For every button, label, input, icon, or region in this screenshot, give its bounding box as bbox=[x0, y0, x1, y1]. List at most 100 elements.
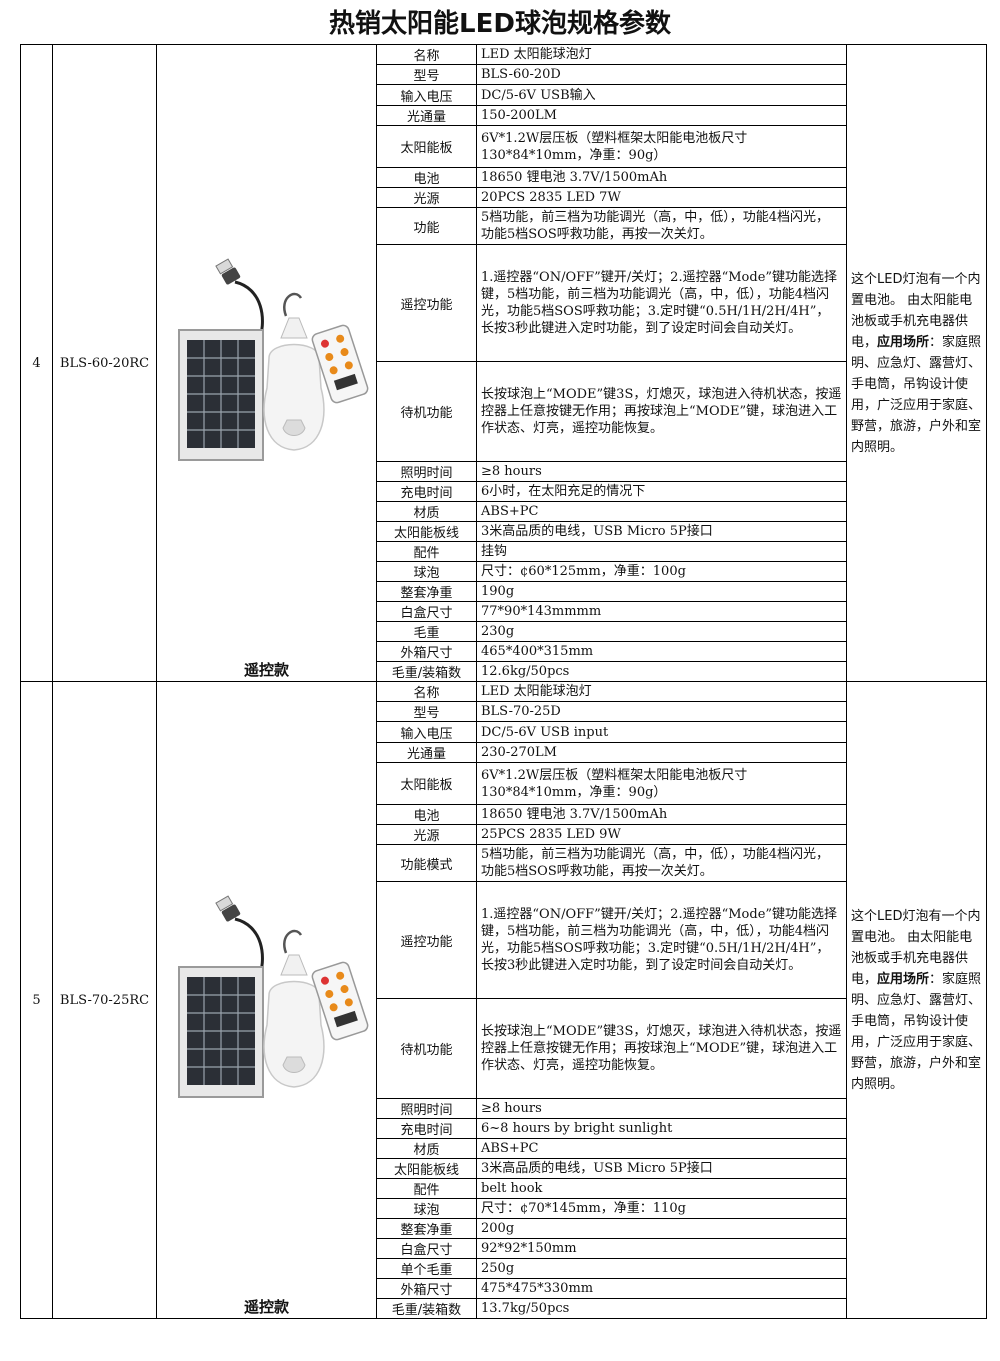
product-caption: 遥控款 bbox=[243, 1298, 289, 1316]
spec-key: 照明时间 bbox=[376, 1098, 477, 1119]
spec-key: 配件 bbox=[376, 541, 477, 562]
spec-row: 照明时间≥8 hours bbox=[21, 1098, 987, 1119]
description-highlight: 应用场所 bbox=[877, 334, 930, 350]
spec-key: 太阳能板线 bbox=[376, 521, 477, 542]
spec-key: 充电时间 bbox=[376, 481, 477, 502]
product-number: 5 bbox=[20, 681, 53, 1319]
spec-value: 6~8 hours by bright sunlight bbox=[476, 1118, 847, 1139]
spec-value: 5档功能，前三档为功能调光（高，中，低），功能4档闪光，功能5档SOS呼救功能，… bbox=[476, 844, 847, 882]
spec-value: 475*475*330mm bbox=[476, 1278, 847, 1299]
spec-value: 3米高品质的电线，USB Micro 5P接口 bbox=[476, 1158, 847, 1179]
description-text: 这个LED灯泡有一个内置电池。 由太阳能电池板或手机充电器供电， bbox=[851, 908, 981, 987]
spec-value: 465*400*315mm bbox=[476, 641, 847, 662]
spec-key: 电池 bbox=[376, 167, 477, 188]
spec-value: ≥8 hours bbox=[476, 461, 847, 482]
spec-key: 型号 bbox=[376, 701, 477, 722]
spec-key: 照明时间 bbox=[376, 461, 477, 482]
spec-row: 待机功能长按球泡上“MODE”键3S，灯熄灭，球泡进入待机状态，按遥控器上任意按… bbox=[21, 998, 987, 1099]
description-highlight: 应用场所 bbox=[877, 971, 930, 987]
spec-value: DC/5-6V USB input bbox=[476, 721, 847, 743]
spec-value: LED 太阳能球泡灯 bbox=[476, 681, 847, 702]
spec-key: 外箱尺寸 bbox=[376, 641, 477, 662]
spec-key: 毛重 bbox=[376, 621, 477, 642]
spec-value: LED 太阳能球泡灯 bbox=[476, 44, 847, 65]
spec-key: 待机功能 bbox=[376, 361, 477, 462]
spec-value: 尺寸：¢70*145mm，净重：110g bbox=[476, 1198, 847, 1219]
product-model: BLS-70-25RC bbox=[52, 681, 157, 1319]
product-image-cell: 遥控款 bbox=[156, 44, 377, 682]
spec-value: BLS-70-25D bbox=[476, 701, 847, 722]
spec-key: 型号 bbox=[376, 64, 477, 85]
spec-key: 功能 bbox=[376, 207, 477, 245]
spec-key: 整套净重 bbox=[376, 581, 477, 602]
product-model: BLS-60-20RC bbox=[52, 44, 157, 682]
spec-row: 照明时间≥8 hours bbox=[21, 461, 987, 482]
spec-key: 白盒尺寸 bbox=[376, 601, 477, 622]
bulb-icon bbox=[263, 929, 325, 1088]
spec-value: 长按球泡上“MODE”键3S，灯熄灭，球泡进入待机状态，按遥控器上任意按键无作用… bbox=[476, 361, 847, 462]
spec-key: 输入电压 bbox=[376, 84, 477, 106]
product-description: 这个LED灯泡有一个内置电池。 由太阳能电池板或手机充电器供电，应用场所：家庭照… bbox=[846, 44, 987, 682]
spec-value: ABS+PC bbox=[476, 1138, 847, 1159]
spec-value: ABS+PC bbox=[476, 501, 847, 522]
remote-control-icon bbox=[311, 961, 369, 1041]
spec-key: 遥控功能 bbox=[376, 244, 477, 362]
spec-value: 250g bbox=[476, 1258, 847, 1279]
product-description: 这个LED灯泡有一个内置电池。 由太阳能电池板或手机充电器供电，应用场所：家庭照… bbox=[846, 681, 987, 1319]
spec-key: 太阳能板线 bbox=[376, 1158, 477, 1179]
spec-key: 材质 bbox=[376, 1138, 477, 1159]
spec-value: 150-200LM bbox=[476, 105, 847, 126]
spec-key: 单个毛重 bbox=[376, 1258, 477, 1279]
spec-key: 名称 bbox=[376, 681, 477, 702]
product-caption: 遥控款 bbox=[243, 661, 289, 679]
usb-plug-icon bbox=[215, 258, 241, 285]
spec-key: 太阳能板 bbox=[376, 125, 477, 168]
spec-value: 190g bbox=[476, 581, 847, 602]
spec-value: 1.遥控器“ON/OFF”键开/关灯；2.遥控器“Mode”键功能选择键，5档功… bbox=[476, 244, 847, 362]
spec-value: 5档功能，前三档为功能调光（高，中，低），功能4档闪光，功能5档SOS呼救功能，… bbox=[476, 207, 847, 245]
spec-value: 6V*1.2W层压板（塑料框架太阳能电池板尺寸130*84*10mm，净重：90… bbox=[476, 125, 847, 168]
spec-key: 输入电压 bbox=[376, 721, 477, 743]
spec-key: 球泡 bbox=[376, 1198, 477, 1219]
spec-value: 6小时，在太阳充足的情况下 bbox=[476, 481, 847, 502]
spec-key: 材质 bbox=[376, 501, 477, 522]
product-image bbox=[178, 895, 369, 1098]
spec-value: 230-270LM bbox=[476, 742, 847, 763]
usb-plug-icon bbox=[215, 895, 241, 922]
spec-value: 挂钩 bbox=[476, 541, 847, 562]
spec-value: 1.遥控器“ON/OFF”键开/关灯；2.遥控器“Mode”键功能选择键，5档功… bbox=[476, 881, 847, 999]
spec-value: 92*92*150mm bbox=[476, 1238, 847, 1259]
bulb-icon bbox=[263, 292, 325, 451]
spec-key: 外箱尺寸 bbox=[376, 1278, 477, 1299]
spec-key: 白盒尺寸 bbox=[376, 1238, 477, 1259]
spec-value: 6V*1.2W层压板（塑料框架太阳能电池板尺寸130*84*10mm，净重：90… bbox=[476, 762, 847, 805]
spec-key: 球泡 bbox=[376, 561, 477, 582]
spec-value: 12.6kg/50pcs bbox=[476, 661, 847, 682]
spec-value: BLS-60-20D bbox=[476, 64, 847, 85]
spec-row: 球泡尺寸：¢60*125mm，净重：100g bbox=[21, 561, 987, 582]
solar-panel-icon bbox=[178, 966, 264, 1098]
spec-key: 太阳能板 bbox=[376, 762, 477, 805]
